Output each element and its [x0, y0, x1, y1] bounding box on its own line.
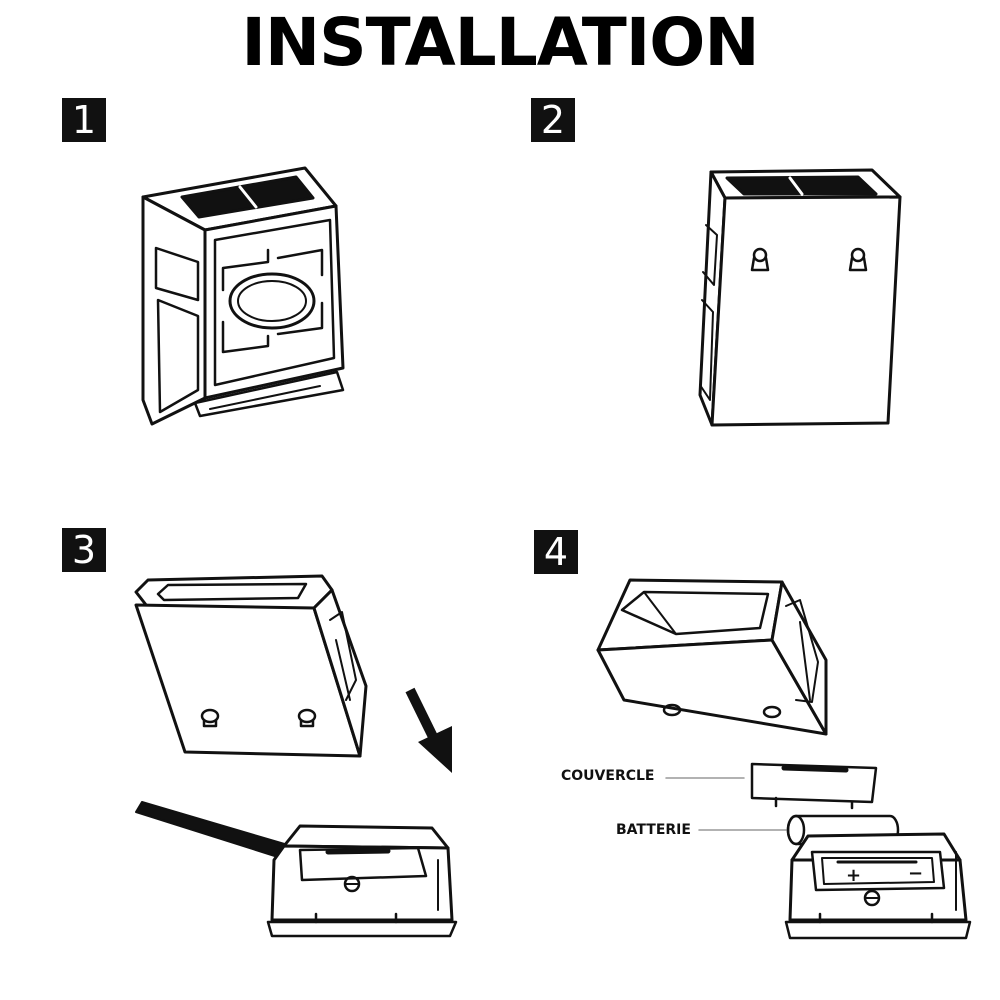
- battery-cover-icon: [750, 762, 878, 810]
- cover-label: COUVERCLE: [561, 768, 655, 784]
- step-4-badge: 4: [534, 530, 578, 574]
- step-4-battery-box: [784, 832, 972, 940]
- arrow-down-icon: [405, 687, 452, 773]
- step-3-light-flipped: [134, 574, 368, 758]
- solar-panel-icon: [725, 175, 878, 196]
- step-2-light-back: [698, 168, 902, 427]
- step-1-badge: 1: [62, 98, 106, 142]
- step-3-battery-box: [266, 824, 458, 938]
- step-1-light-front: [141, 166, 345, 426]
- battery-plus-sign: +: [846, 865, 862, 886]
- step-2-badge: 2: [531, 98, 575, 142]
- step-3-badge: 3: [62, 528, 106, 572]
- step-4-light-flipped: [596, 578, 828, 736]
- keyhole-slot-right-icon: [848, 247, 868, 272]
- keyhole-slot-left-icon: [750, 247, 770, 272]
- battery-minus-sign: −: [908, 863, 924, 884]
- screw-post-icon: [200, 708, 220, 728]
- screw-post-icon: [297, 708, 317, 728]
- battery-label: BATTERIE: [616, 822, 691, 838]
- page-title: INSTALLATION: [241, 4, 759, 81]
